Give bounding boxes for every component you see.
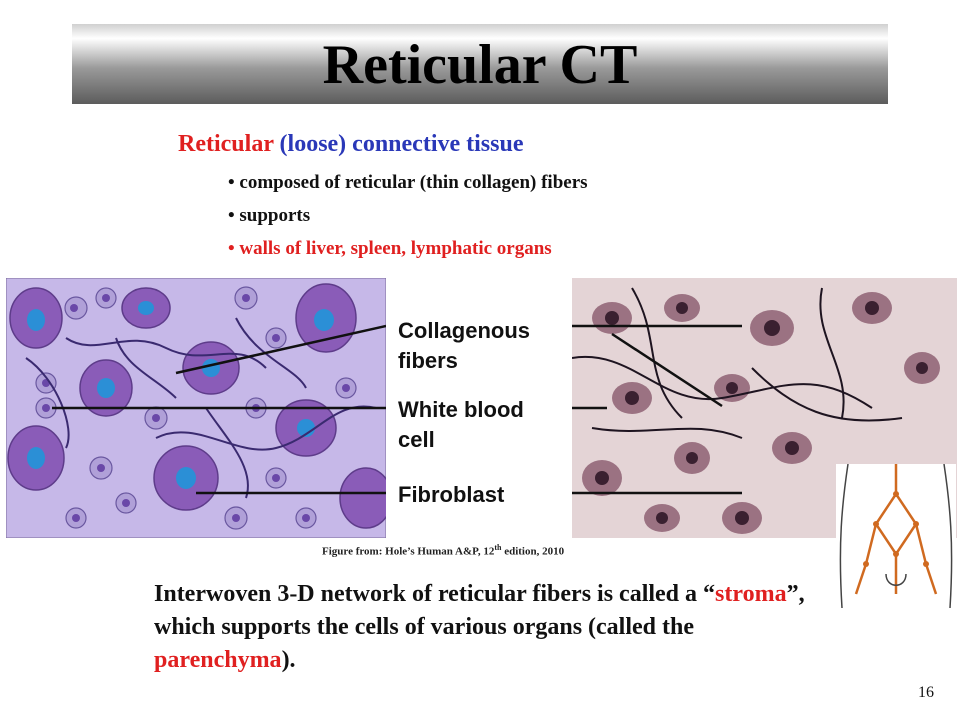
para-parenchyma: parenchyma bbox=[154, 647, 282, 673]
caption-sup: th bbox=[494, 543, 502, 552]
page-number: 16 bbox=[918, 684, 934, 701]
bullet-item: supports bbox=[228, 202, 588, 235]
caption-pre: Figure from: Hole’s Human A&P, 12 bbox=[322, 545, 495, 558]
micrograph-fibers bbox=[572, 287, 903, 439]
subheading: Reticular (loose) connective tissue bbox=[178, 131, 523, 158]
reticular-network-inset bbox=[836, 464, 956, 608]
bullet-item: composed of reticular (thin collagen) fi… bbox=[228, 169, 587, 202]
label-collagenous-line2: fibers bbox=[398, 348, 458, 373]
label-fibroblast: Fibroblast bbox=[398, 482, 505, 507]
subheading-reticular: Reticular bbox=[178, 131, 274, 157]
title-bar bbox=[72, 24, 888, 104]
label-wbc-line1: White blood bbox=[398, 397, 524, 422]
subheading-rest: (loose) connective tissue bbox=[273, 131, 524, 157]
micrograph-nuclei bbox=[595, 301, 928, 525]
figure-caption: Figure from: Hole’s Human A&P, 12th edit… bbox=[322, 543, 564, 558]
label-wbc-line2: cell bbox=[398, 427, 435, 452]
para-text-3: ). bbox=[281, 647, 296, 673]
slide-title: Reticular CT bbox=[322, 34, 638, 96]
wbc-nuclei bbox=[42, 294, 350, 522]
para-text-2: ”, which supports the cells of various o… bbox=[154, 581, 805, 640]
nuclei bbox=[27, 301, 334, 489]
label-collagenous-fibers: Collagenous fibers bbox=[398, 316, 568, 376]
para-text-1: Interwoven 3-D network of reticular fibe… bbox=[154, 581, 716, 607]
para-stroma: stroma bbox=[715, 581, 787, 607]
reticular-tissue-illustration bbox=[6, 278, 386, 538]
label-collagenous-line1: Collagenous bbox=[398, 318, 531, 343]
label-white-blood-cell: White blood cell bbox=[398, 395, 568, 455]
stroma-paragraph: Interwoven 3-D network of reticular fibe… bbox=[154, 578, 814, 677]
caption-post: edition, 2010 bbox=[501, 545, 565, 558]
reticular-tissue-micrograph bbox=[572, 278, 957, 538]
bullet-item: walls of liver, spleen, lymphatic organs bbox=[228, 235, 588, 268]
bullet-list: composed of reticular (thin collagen) fi… bbox=[228, 169, 588, 268]
reticular-fibers bbox=[25, 317, 377, 499]
